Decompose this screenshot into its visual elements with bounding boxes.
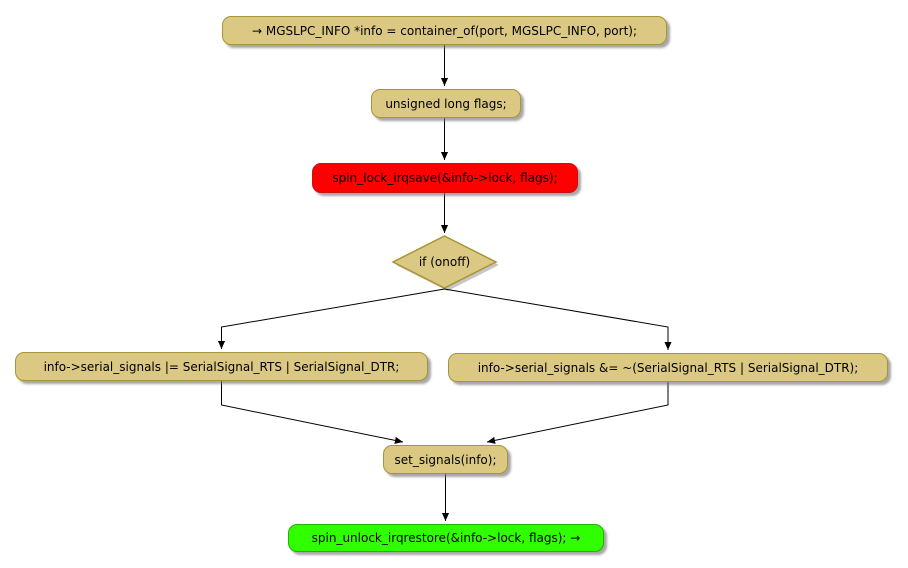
if-onoff-decision-label: if (onoff) [418, 255, 471, 269]
edge-if-to-false-branch [444, 288, 672, 350]
spin-lock-node: spin_lock_irqsave(&info->lock, flags); [312, 163, 578, 193]
set-signals-node: set_signals(info); [383, 445, 508, 474]
edge-false-branch-to-set-signals [486, 382, 669, 444]
edge-if-to-true-branch [217, 288, 445, 349]
edge-true-branch-to-set-signals [221, 381, 404, 444]
decision-diamond [391, 235, 498, 289]
set-rts-dtr-node: info->serial_signals |= SerialSignal_RTS… [15, 352, 428, 381]
spin-unlock-node: spin_unlock_irqrestore(&info->lock, flag… [288, 524, 604, 552]
clear-rts-dtr-node: info->serial_signals &= ~(SerialSignal_R… [448, 353, 888, 382]
flags-declaration-node: unsigned long flags; [371, 89, 521, 118]
start-activity-node: → MGSLPC_INFO *info = container_of(port,… [222, 16, 667, 45]
